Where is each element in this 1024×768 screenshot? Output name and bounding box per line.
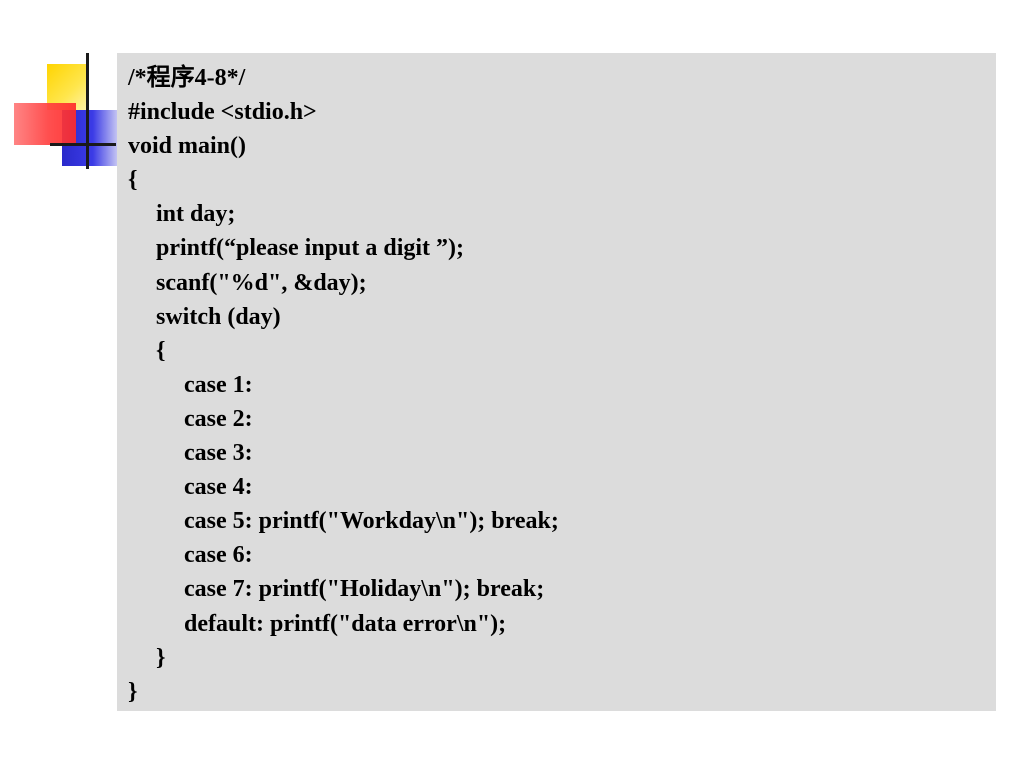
code-line: case 4: — [184, 474, 253, 501]
code-line: case 5: printf("Workday\n"); break; — [184, 508, 559, 535]
code-line: scanf("%d", &day); — [156, 269, 367, 296]
code-block: /*程序4-8*/ #include <stdio.h> void main()… — [117, 53, 996, 711]
decorative-logo-icon — [0, 0, 130, 180]
code-line: printf(“please input a digit ”); — [156, 235, 465, 262]
code-line: { — [128, 167, 138, 194]
code-line: case 2: — [184, 405, 253, 432]
logo-horizontal-line — [50, 143, 116, 146]
code-line: int day; — [156, 201, 236, 228]
code-line: case 7: printf("Holiday\n"); break; — [184, 576, 545, 603]
code-line: case 3: — [184, 440, 253, 467]
logo-red-square — [14, 103, 76, 145]
code-line: case 6: — [184, 542, 253, 569]
code-line: default: printf("data error\n"); — [184, 610, 507, 637]
code-line: #include <stdio.h> — [128, 99, 317, 126]
code-line: /*程序4-8*/ — [128, 65, 246, 91]
logo-yellow-square — [47, 64, 87, 110]
code-line: { — [156, 337, 166, 364]
code-line: case 1: — [184, 371, 253, 398]
code-line: } — [156, 644, 166, 671]
code-line: void main() — [128, 133, 247, 160]
code-line: switch (day) — [156, 303, 281, 330]
code-line: } — [128, 678, 138, 705]
logo-vertical-line — [86, 53, 89, 169]
